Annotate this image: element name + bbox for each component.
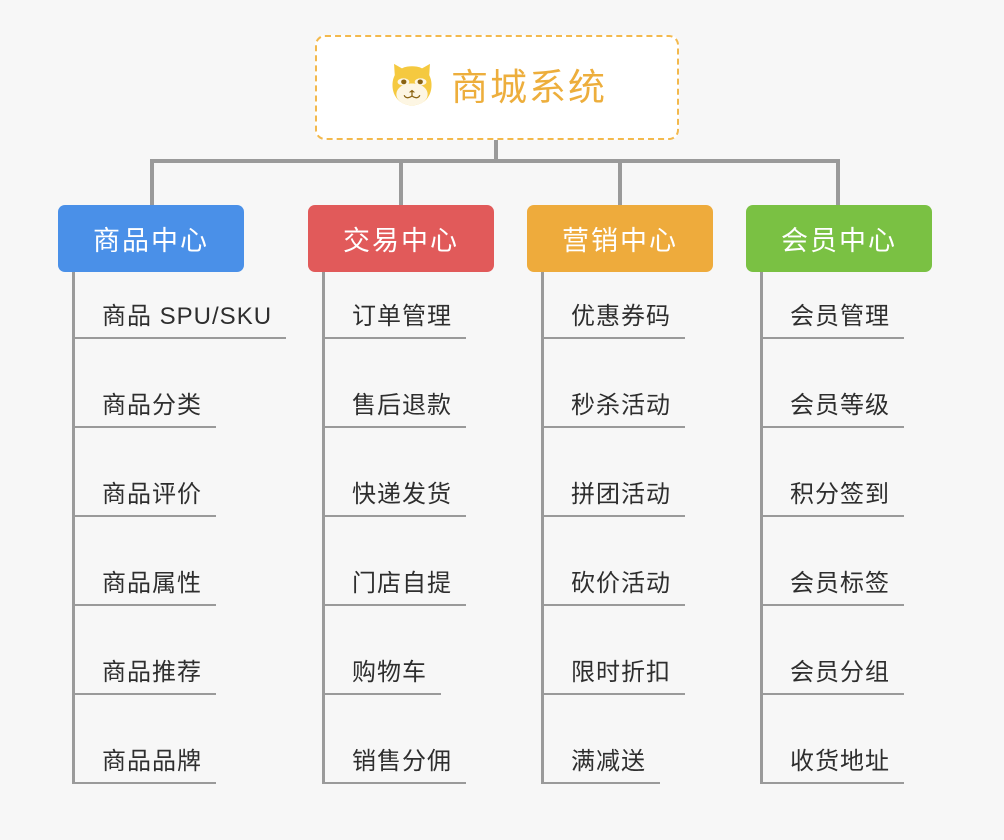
leaf-item-label: 商品评价 — [72, 481, 216, 517]
root-title: 商城系统 — [451, 67, 607, 108]
leaf-item-label: 限时折扣 — [541, 659, 685, 695]
leaf-item-label: 砍价活动 — [541, 570, 685, 606]
leaf-item[interactable]: 商品推荐 — [72, 629, 216, 695]
category-label: 商品中心 — [93, 226, 209, 256]
category-box[interactable]: 商品中心 — [58, 205, 244, 272]
leaf-item-label: 商品 SPU/SKU — [72, 303, 287, 339]
leaf-item[interactable]: 快递发货 — [322, 451, 466, 517]
leaf-item-label: 积分签到 — [760, 481, 904, 517]
leaf-item[interactable]: 收货地址 — [760, 718, 904, 784]
leaf-item[interactable]: 商品评价 — [72, 451, 216, 517]
leaf-trunk-line — [72, 272, 75, 784]
leaf-item-label: 会员管理 — [760, 303, 904, 339]
category-box[interactable]: 交易中心 — [308, 205, 494, 272]
leaf-item-label: 商品品牌 — [72, 748, 216, 784]
leaf-item[interactable]: 优惠券码 — [541, 273, 685, 339]
leaf-item[interactable]: 购物车 — [322, 629, 441, 695]
leaf-item[interactable]: 订单管理 — [322, 273, 466, 339]
shiba-dog-face-icon — [387, 60, 437, 115]
leaf-item-label: 商品推荐 — [72, 659, 216, 695]
leaf-item-label: 商品分类 — [72, 392, 216, 428]
leaf-item-label: 售后退款 — [322, 392, 466, 428]
connector-drop-2 — [399, 159, 403, 206]
connector-drop-1 — [150, 159, 154, 206]
leaf-item-label: 拼团活动 — [541, 481, 685, 517]
leaf-item[interactable]: 商品分类 — [72, 362, 216, 428]
leaf-trunk-line — [322, 272, 325, 784]
leaf-trunk-line — [541, 272, 544, 784]
leaf-item[interactable]: 秒杀活动 — [541, 362, 685, 428]
leaf-item-label: 快递发货 — [322, 481, 466, 517]
connector-root-stem — [494, 140, 498, 162]
connector-horizontal-bus — [150, 159, 840, 163]
leaf-item[interactable]: 商品属性 — [72, 540, 216, 606]
leaf-item-label: 销售分佣 — [322, 748, 466, 784]
leaf-item[interactable]: 满减送 — [541, 718, 660, 784]
leaf-item[interactable]: 会员管理 — [760, 273, 904, 339]
leaf-item[interactable]: 会员标签 — [760, 540, 904, 606]
leaf-item[interactable]: 限时折扣 — [541, 629, 685, 695]
leaf-item-label: 会员分组 — [760, 659, 904, 695]
category-box[interactable]: 会员中心 — [746, 205, 932, 272]
leaf-item-label: 订单管理 — [322, 303, 466, 339]
leaf-item-label: 商品属性 — [72, 570, 216, 606]
leaf-item-label: 门店自提 — [322, 570, 466, 606]
leaf-item[interactable]: 砍价活动 — [541, 540, 685, 606]
leaf-item-label: 会员等级 — [760, 392, 904, 428]
leaf-item[interactable]: 商品 SPU/SKU — [72, 273, 287, 339]
category-label: 会员中心 — [781, 226, 897, 256]
leaf-item-label: 满减送 — [541, 748, 660, 784]
root-node[interactable]: 商城系统 — [315, 35, 679, 140]
leaf-item-label: 优惠券码 — [541, 303, 685, 339]
leaf-item[interactable]: 售后退款 — [322, 362, 466, 428]
leaf-item[interactable]: 门店自提 — [322, 540, 466, 606]
leaf-trunk-line — [760, 272, 763, 784]
leaf-item[interactable]: 积分签到 — [760, 451, 904, 517]
leaf-item-label: 收货地址 — [760, 748, 904, 784]
category-box[interactable]: 营销中心 — [527, 205, 713, 272]
category-label: 营销中心 — [562, 226, 678, 256]
leaf-item-label: 秒杀活动 — [541, 392, 685, 428]
category-label: 交易中心 — [343, 226, 459, 256]
leaf-item-label: 会员标签 — [760, 570, 904, 606]
leaf-item-label: 购物车 — [322, 659, 441, 695]
leaf-item[interactable]: 会员等级 — [760, 362, 904, 428]
leaf-item[interactable]: 拼团活动 — [541, 451, 685, 517]
leaf-item[interactable]: 商品品牌 — [72, 718, 216, 784]
leaf-item[interactable]: 会员分组 — [760, 629, 904, 695]
leaf-item[interactable]: 销售分佣 — [322, 718, 466, 784]
connector-drop-4 — [836, 159, 840, 206]
connector-drop-3 — [618, 159, 622, 206]
